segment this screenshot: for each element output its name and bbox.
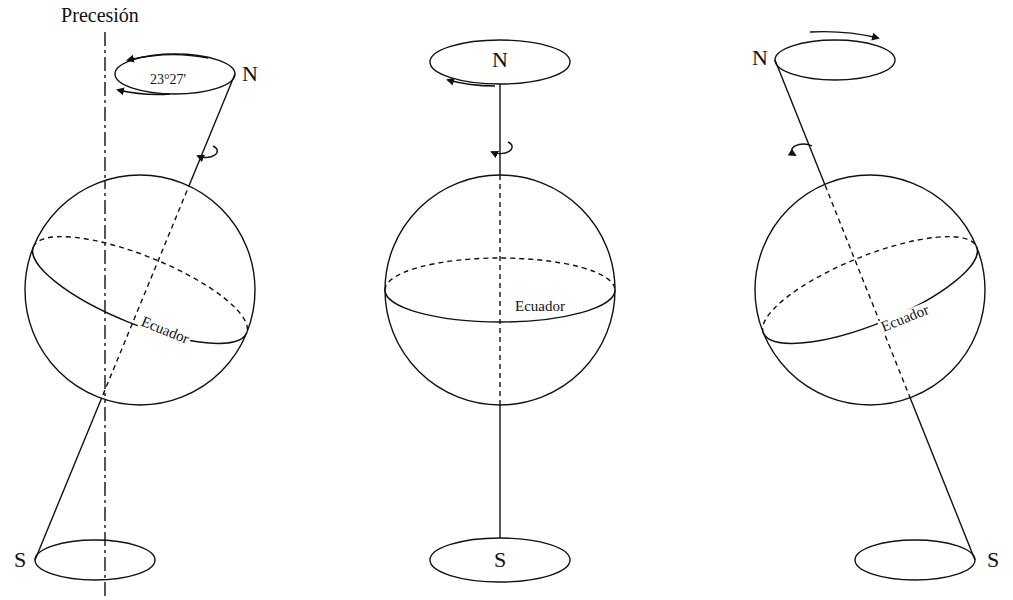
rotation-axis (499, 84, 500, 538)
spin-arrow (198, 146, 217, 157)
equator-front (385, 290, 615, 322)
cone-ellipse (430, 40, 570, 84)
pole-label: N (492, 49, 508, 71)
earth-sphere (385, 175, 615, 405)
pole-label: S (987, 549, 999, 571)
pole-label: S (14, 549, 26, 571)
equator-front (21, 247, 247, 365)
axis-title: Precesión (61, 5, 139, 25)
spin-arrow (492, 142, 512, 154)
hidden-axis (35, 74, 235, 560)
pole-label: S (494, 549, 506, 571)
precession-arrow (128, 54, 208, 60)
cone-ellipse (430, 538, 570, 582)
precession-arrow (448, 80, 495, 86)
equator-label: Ecuador (513, 299, 567, 314)
hidden-axis (775, 60, 975, 560)
equator-back (751, 215, 977, 333)
spin-arrow (792, 144, 812, 155)
precession-axis (104, 175, 105, 405)
pole-label: N (242, 63, 258, 85)
cone-ellipse (35, 540, 155, 580)
cone-ellipse (855, 540, 975, 580)
earth-sphere (755, 175, 985, 405)
angle-label: 23°27' (150, 73, 186, 87)
precession-arrow (810, 32, 878, 38)
pole-label: N (752, 47, 768, 69)
precession-arrow (118, 90, 170, 95)
equator-front (763, 247, 989, 365)
equator-back (385, 258, 615, 290)
earth-sphere (25, 175, 255, 405)
hidden-axis (499, 175, 500, 405)
cone-ellipse (115, 54, 235, 94)
cone-ellipse (775, 40, 895, 80)
